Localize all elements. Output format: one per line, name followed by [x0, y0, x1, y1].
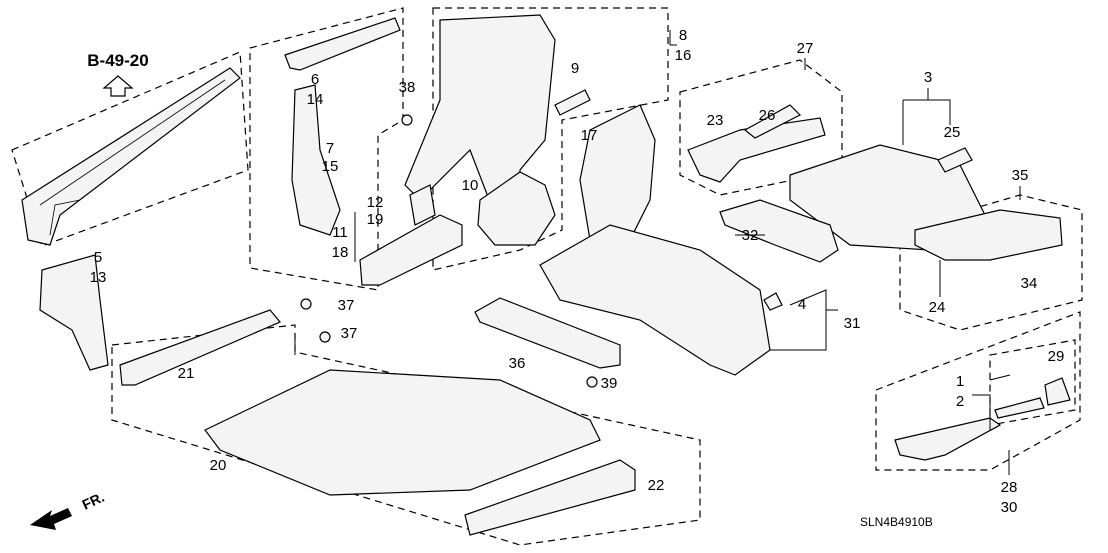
label-9: 9 [571, 60, 579, 77]
label-13: 13 [90, 269, 107, 286]
label-29: 29 [1048, 348, 1065, 365]
arrow-front-icon [30, 508, 72, 530]
bolt-38 [401, 114, 413, 126]
bolt-37a [300, 298, 312, 310]
label-20: 20 [210, 457, 227, 474]
part-22 [464, 459, 636, 536]
label-26: 26 [759, 107, 776, 124]
part-24-34 [914, 209, 1063, 261]
part-32 [719, 199, 839, 263]
label-39: 39 [601, 375, 618, 392]
label-1: 1 [956, 373, 964, 390]
label-38: 38 [399, 79, 416, 96]
label-36: 36 [509, 355, 526, 372]
drawing-code: SLN4B4910B [860, 515, 933, 529]
label-18: 18 [332, 244, 349, 261]
part-29 [1044, 377, 1071, 406]
front-label: FR. [80, 489, 107, 513]
label-23: 23 [707, 112, 724, 129]
label-31: 31 [844, 315, 861, 332]
label-14: 14 [307, 91, 324, 108]
bolt-37b [319, 331, 331, 343]
part-6-14 [284, 17, 401, 71]
reference-label[interactable]: B-49-20 [87, 51, 148, 70]
label-35: 35 [1012, 167, 1029, 184]
part-26 [743, 104, 802, 139]
part-labels: 5 13 6 14 7 15 38 8 16 9 10 17 12 19 11 … [90, 27, 1065, 516]
label-4: 4 [798, 296, 806, 313]
front-marker: FR. [30, 489, 107, 530]
label-37-lower: 37 [341, 325, 358, 342]
part-25 [937, 147, 973, 173]
part-roof-rail [21, 67, 241, 246]
box-floor [111, 324, 701, 546]
label-5: 5 [94, 249, 102, 266]
box-roof-rail [11, 51, 249, 247]
box-quarter [432, 7, 669, 271]
part-11-18 [359, 214, 463, 286]
part-1-2 [994, 397, 1045, 419]
label-11: 11 [332, 224, 348, 241]
bolt-39 [586, 376, 598, 388]
label-3: 3 [924, 69, 932, 86]
part-9 [554, 89, 591, 116]
leader-lines [294, 30, 1021, 475]
arrow-up-icon [102, 75, 134, 97]
label-28: 28 [1001, 479, 1018, 496]
label-22: 22 [648, 477, 665, 494]
box-sill [875, 311, 1081, 471]
part-28-30 [894, 417, 1002, 461]
part-36 [474, 297, 621, 369]
part-17 [579, 104, 656, 241]
label-17: 17 [581, 127, 598, 144]
label-25: 25 [944, 124, 961, 141]
reference-marker: B-49-20 [87, 51, 149, 97]
parts [21, 14, 1071, 536]
label-32: 32 [742, 227, 759, 244]
label-6: 6 [311, 71, 319, 88]
label-37-upper: 37 [338, 297, 355, 314]
part-20 [204, 369, 601, 496]
label-15: 15 [322, 158, 339, 175]
label-2: 2 [956, 393, 964, 410]
label-30: 30 [1001, 499, 1018, 516]
label-7: 7 [326, 140, 334, 157]
part-4 [763, 292, 783, 311]
part-7-15 [291, 84, 341, 236]
part-5-13 [39, 254, 109, 371]
label-27: 27 [797, 40, 814, 57]
label-8: 8 [679, 27, 687, 44]
box-pillar [249, 7, 404, 291]
part-31 [539, 224, 771, 376]
label-24: 24 [929, 299, 946, 316]
part-21 [119, 309, 281, 386]
label-12: 12 [367, 194, 384, 211]
part-10 [477, 171, 556, 246]
label-21: 21 [178, 365, 195, 382]
label-34: 34 [1021, 275, 1038, 292]
label-10: 10 [462, 177, 479, 194]
label-16: 16 [675, 47, 692, 64]
part-12-19 [409, 184, 436, 226]
label-19: 19 [367, 211, 384, 228]
